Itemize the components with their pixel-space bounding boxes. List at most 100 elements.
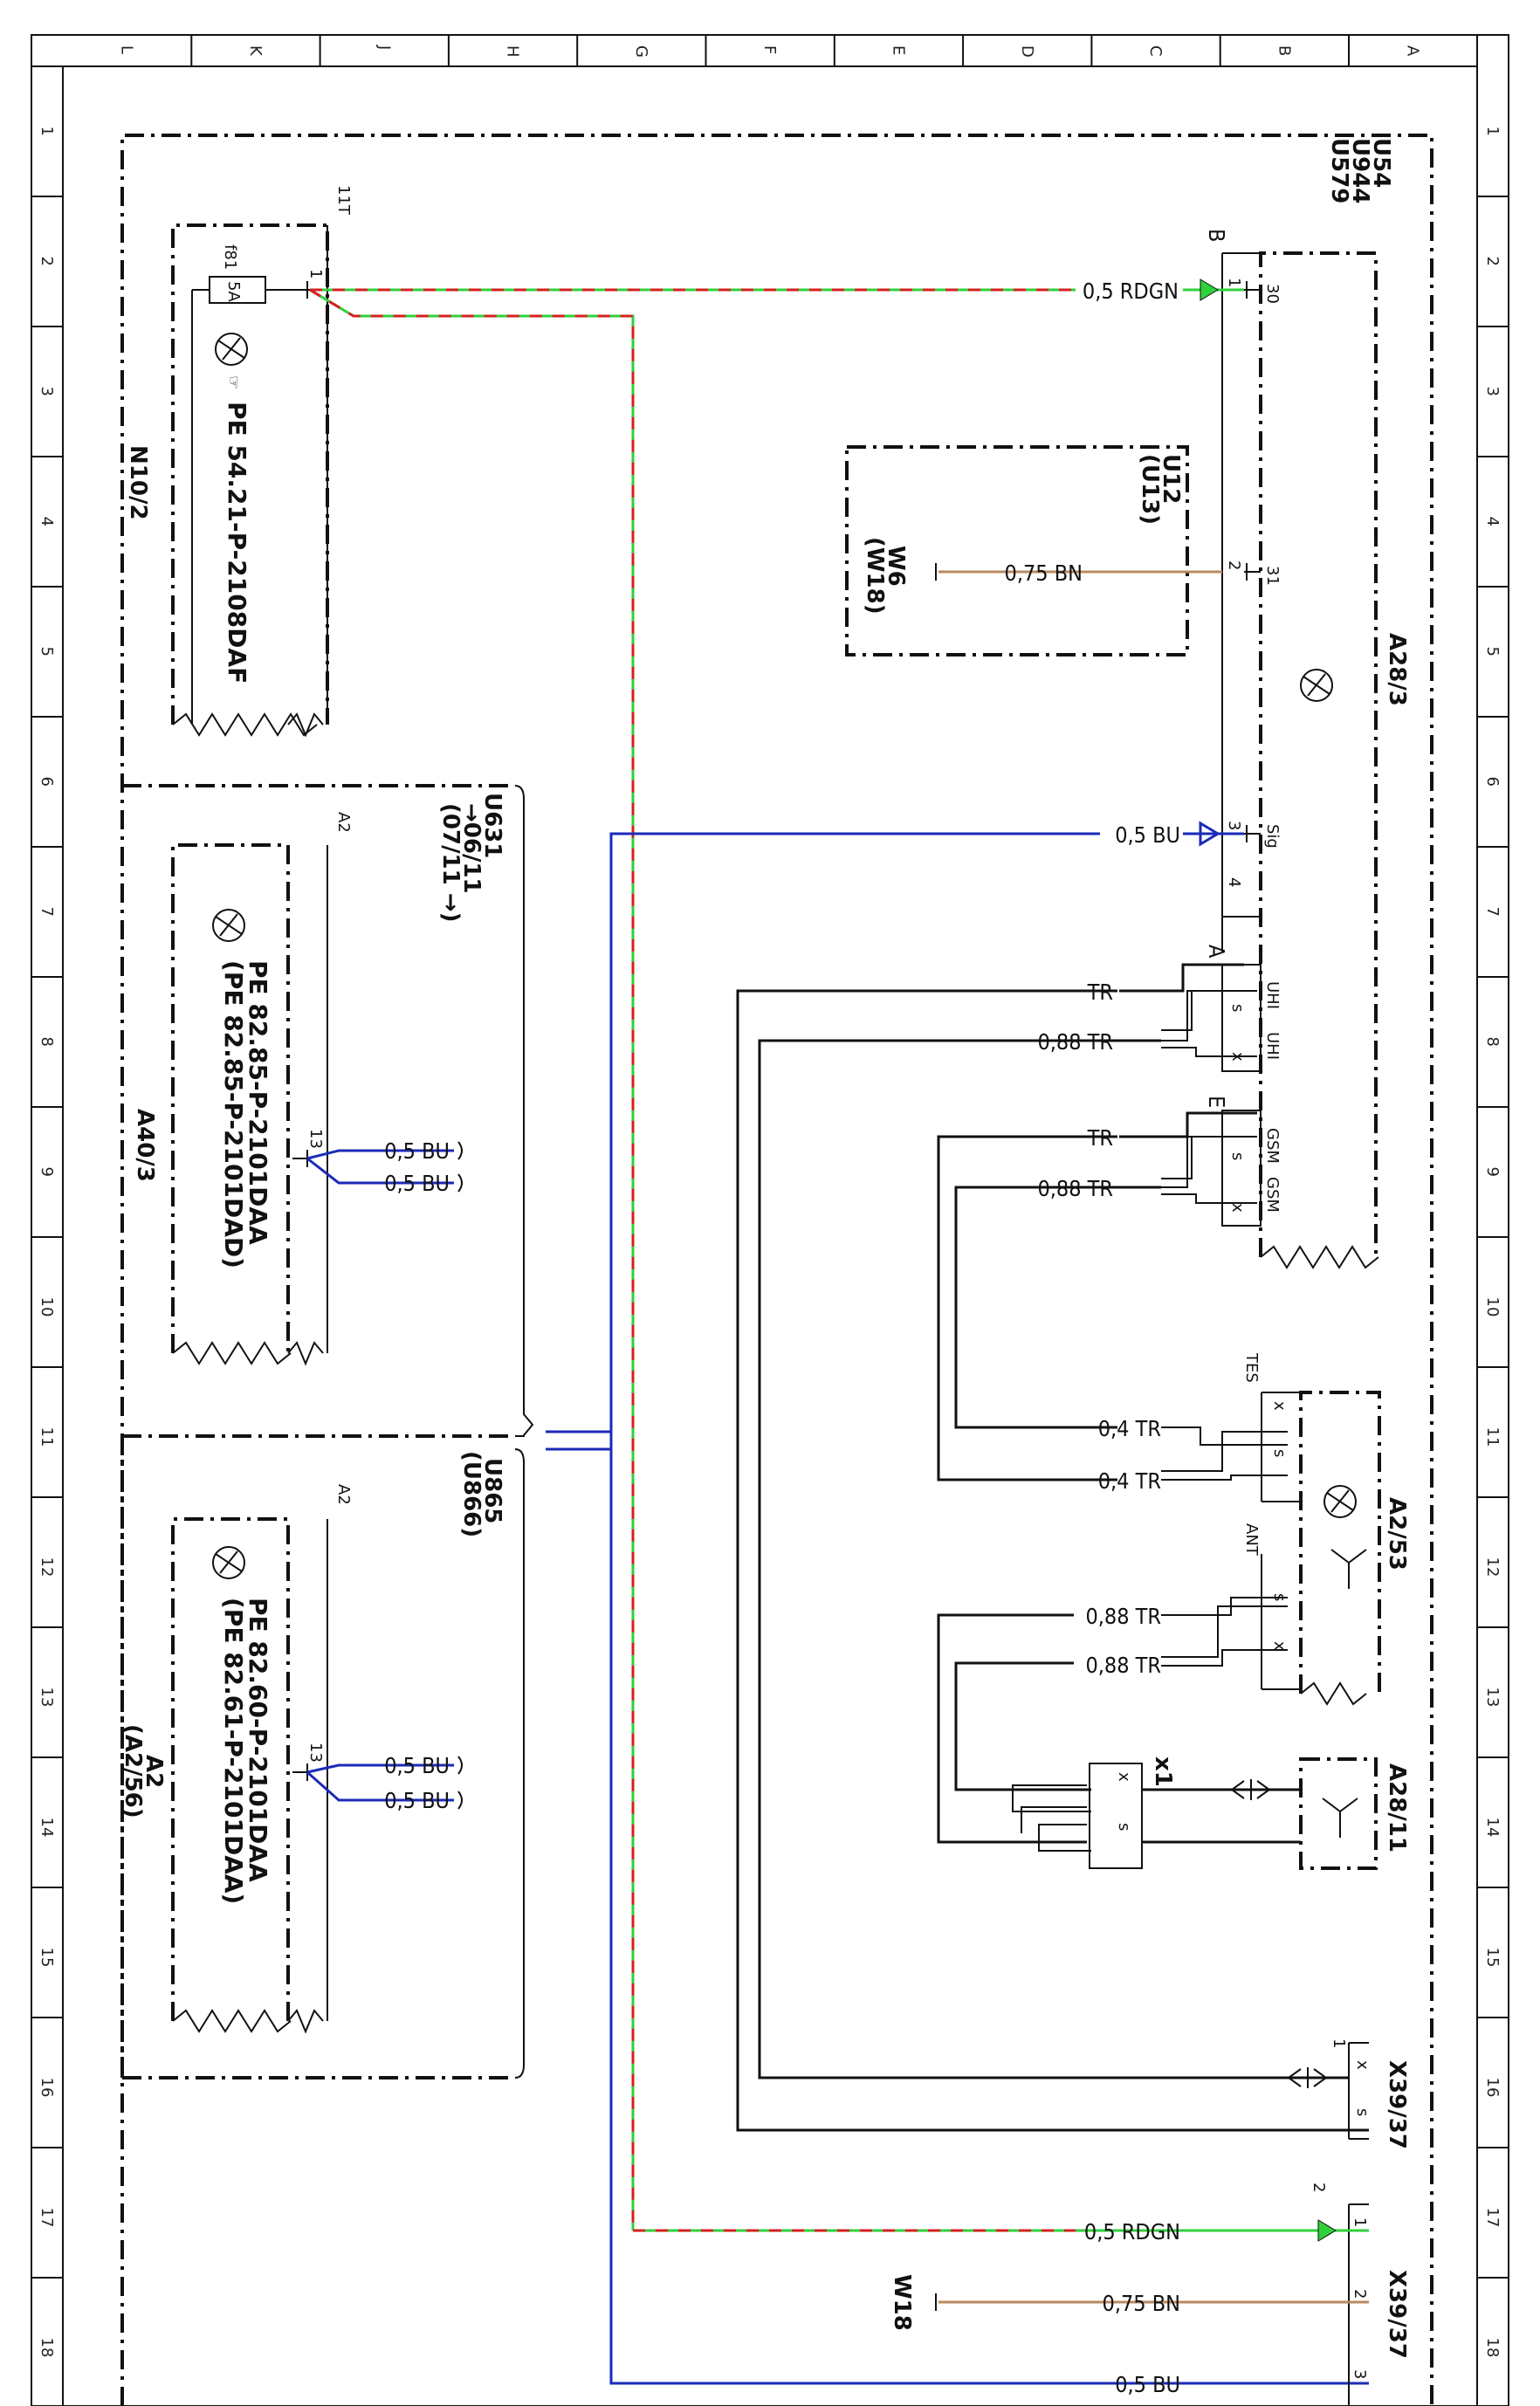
wire-tr-uhi-2: 0,88 TR	[1037, 1029, 1113, 1055]
code-u631-date2: (07/11 →)	[437, 803, 464, 922]
x39-37-lower-pin-1: 1	[1351, 2217, 1369, 2227]
a2-alt: (A2/56)	[120, 1724, 146, 1818]
a40-3-pin-group: A2	[334, 812, 353, 833]
grid-row-label: 11	[1483, 1427, 1502, 1447]
grid-row-label: 13	[1483, 1688, 1502, 1708]
grid-row-label: 8	[38, 1037, 56, 1047]
a2-pin-group: A2	[334, 1484, 353, 1505]
pin-letter-x: x	[1353, 2060, 1372, 2070]
grid-row-label: 7	[38, 907, 56, 917]
a2-53-block	[1161, 1391, 1381, 1706]
wire-tr-gsm-1: TR	[1087, 1125, 1113, 1151]
wire-bu-a40-2: 0,5 BU	[384, 1171, 450, 1196]
u12-block	[845, 445, 1222, 656]
a28-3-gsm-1: GSM	[1263, 1128, 1282, 1164]
grid-row-label: 10	[38, 1297, 56, 1317]
code-u12: U12	[1158, 454, 1184, 504]
pin-letter-s: s	[1228, 1152, 1247, 1160]
a28-3-connector-b: B	[1204, 229, 1229, 242]
fuse-id: f81	[221, 244, 239, 270]
outer-dashed-area	[120, 134, 1433, 2406]
grid-col-label: J	[375, 45, 393, 50]
coax-connector-icon	[1230, 1779, 1271, 1800]
grid-col-label: H	[504, 45, 522, 58]
wire-bu-sig-label: 0,5 BU	[1115, 822, 1180, 848]
u631-area	[122, 784, 534, 1438]
a2-pe-ref-2: (PE 82.61-P-2101DAA)	[219, 1598, 248, 1904]
a2-53-label: A2/53	[1384, 1497, 1410, 1571]
grid-col-label: K	[246, 45, 265, 57]
a28-3-symbol-icon	[1300, 669, 1333, 702]
wire-tr-ant-2: 0,88 TR	[1085, 1653, 1161, 1678]
grid-col-label: A	[1404, 45, 1422, 57]
grid-row-label: 3	[38, 387, 56, 396]
a2-pin: 13	[306, 1743, 325, 1763]
code-u13: (U13)	[1137, 454, 1163, 525]
u865-area	[120, 1436, 525, 2079]
ground-symbol-icon	[215, 333, 248, 366]
pin-letter-s: s	[1115, 1823, 1133, 1831]
pin-letter-s: s	[1270, 1593, 1289, 1601]
a28-3-pin-2: 2	[1225, 560, 1243, 570]
a28-3-connector-e: E	[1204, 1096, 1229, 1108]
grid-row-label: 11	[38, 1427, 56, 1447]
code-u54: U54	[1368, 138, 1394, 188]
grid-row-label: 15	[1483, 1948, 1502, 1968]
wire-bu-a40-1: 0,5 BU	[384, 1138, 450, 1164]
x1-label: x1	[1150, 1756, 1176, 1787]
code-u631-date1: →06/11	[458, 803, 485, 894]
pin-letter-x: x	[1228, 1203, 1247, 1213]
x39-37-lower-connector: 2	[1310, 2183, 1328, 2192]
wire-tr-uhi-1: TR	[1087, 980, 1113, 1005]
grid-row-label: 16	[38, 2078, 56, 2098]
wire-rdgn-top-label: 0,5 RDGN	[1083, 278, 1179, 304]
wire-bu-sig	[546, 821, 1369, 2385]
grid-row-label: 8	[1483, 1037, 1502, 1047]
wire-bu-a2-2: 0,5 BU	[384, 1788, 450, 1813]
grid-row-label: 14	[38, 1818, 56, 1838]
a28-3-uhi-1: UHI	[1263, 981, 1282, 1009]
a2-53-ant: ANT	[1242, 1523, 1261, 1557]
a28-3-pin-31-label: 31	[1263, 566, 1282, 586]
grid-row-label: 12	[38, 1557, 56, 1578]
grid-row-label: 13	[38, 1688, 56, 1708]
a28-3-gsm-2: GSM	[1263, 1177, 1282, 1213]
n10-2-pe-ref: PE 54.21-P-2108DAF	[223, 402, 251, 684]
code-u944: U944	[1347, 138, 1373, 203]
grid-row-label: 2	[38, 257, 56, 266]
n10-2-block	[171, 223, 329, 738]
grid-row-label: 17	[1483, 2208, 1502, 2228]
wire-tr-gsm	[937, 1111, 1257, 1481]
a28-3-label: A28/3	[1384, 633, 1410, 706]
a28-3-pin-4: 4	[1225, 877, 1243, 887]
grid-row-label: 1	[38, 127, 56, 136]
a2-pe-ref-1: PE 82.60-P-2101DAA	[244, 1598, 272, 1882]
grid-col-label: B	[1275, 45, 1293, 56]
w6-alt: (W18)	[862, 537, 888, 615]
wire-rdgn-top	[309, 278, 1244, 2231]
wire-tr-ant-1: 0,88 TR	[1085, 1604, 1161, 1629]
grid-row-label: 3	[1483, 387, 1502, 396]
a28-3-pin-1: 1	[1225, 278, 1243, 287]
grid-row-label: 5	[1483, 647, 1502, 656]
pin-letter-x: x	[1270, 1641, 1289, 1651]
wire-rdgn-bottom-label: 0,5 RDGN	[1084, 2219, 1180, 2244]
wire-tr-tes-1: 0,4 TR	[1098, 1416, 1161, 1441]
code-u631: U631	[479, 793, 505, 858]
x39-37-upper-label: X39/37	[1384, 2060, 1410, 2149]
grid-row-label: 12	[1483, 1557, 1502, 1578]
grid-row-label: 18	[1483, 2338, 1502, 2358]
a2-block	[171, 1517, 463, 2034]
a2-symbol-icon	[212, 1546, 245, 1579]
grid-row-label: 4	[1483, 517, 1502, 526]
antenna-icon	[1322, 1798, 1358, 1838]
x39-37-lower-pin-2: 2	[1351, 2289, 1369, 2299]
pin-letter-s: s	[1353, 2108, 1372, 2116]
wire-tr-tes-2: 0,4 TR	[1098, 1468, 1161, 1494]
x39-37-lower-label: X39/37	[1384, 2270, 1410, 2359]
antenna-icon	[1330, 1549, 1367, 1589]
pin-letter-s: s	[1270, 1449, 1289, 1457]
a40-3-pe-ref-1: PE 82.85-P-2101DAA	[244, 960, 272, 1245]
grid-row-label: 7	[1483, 907, 1502, 917]
